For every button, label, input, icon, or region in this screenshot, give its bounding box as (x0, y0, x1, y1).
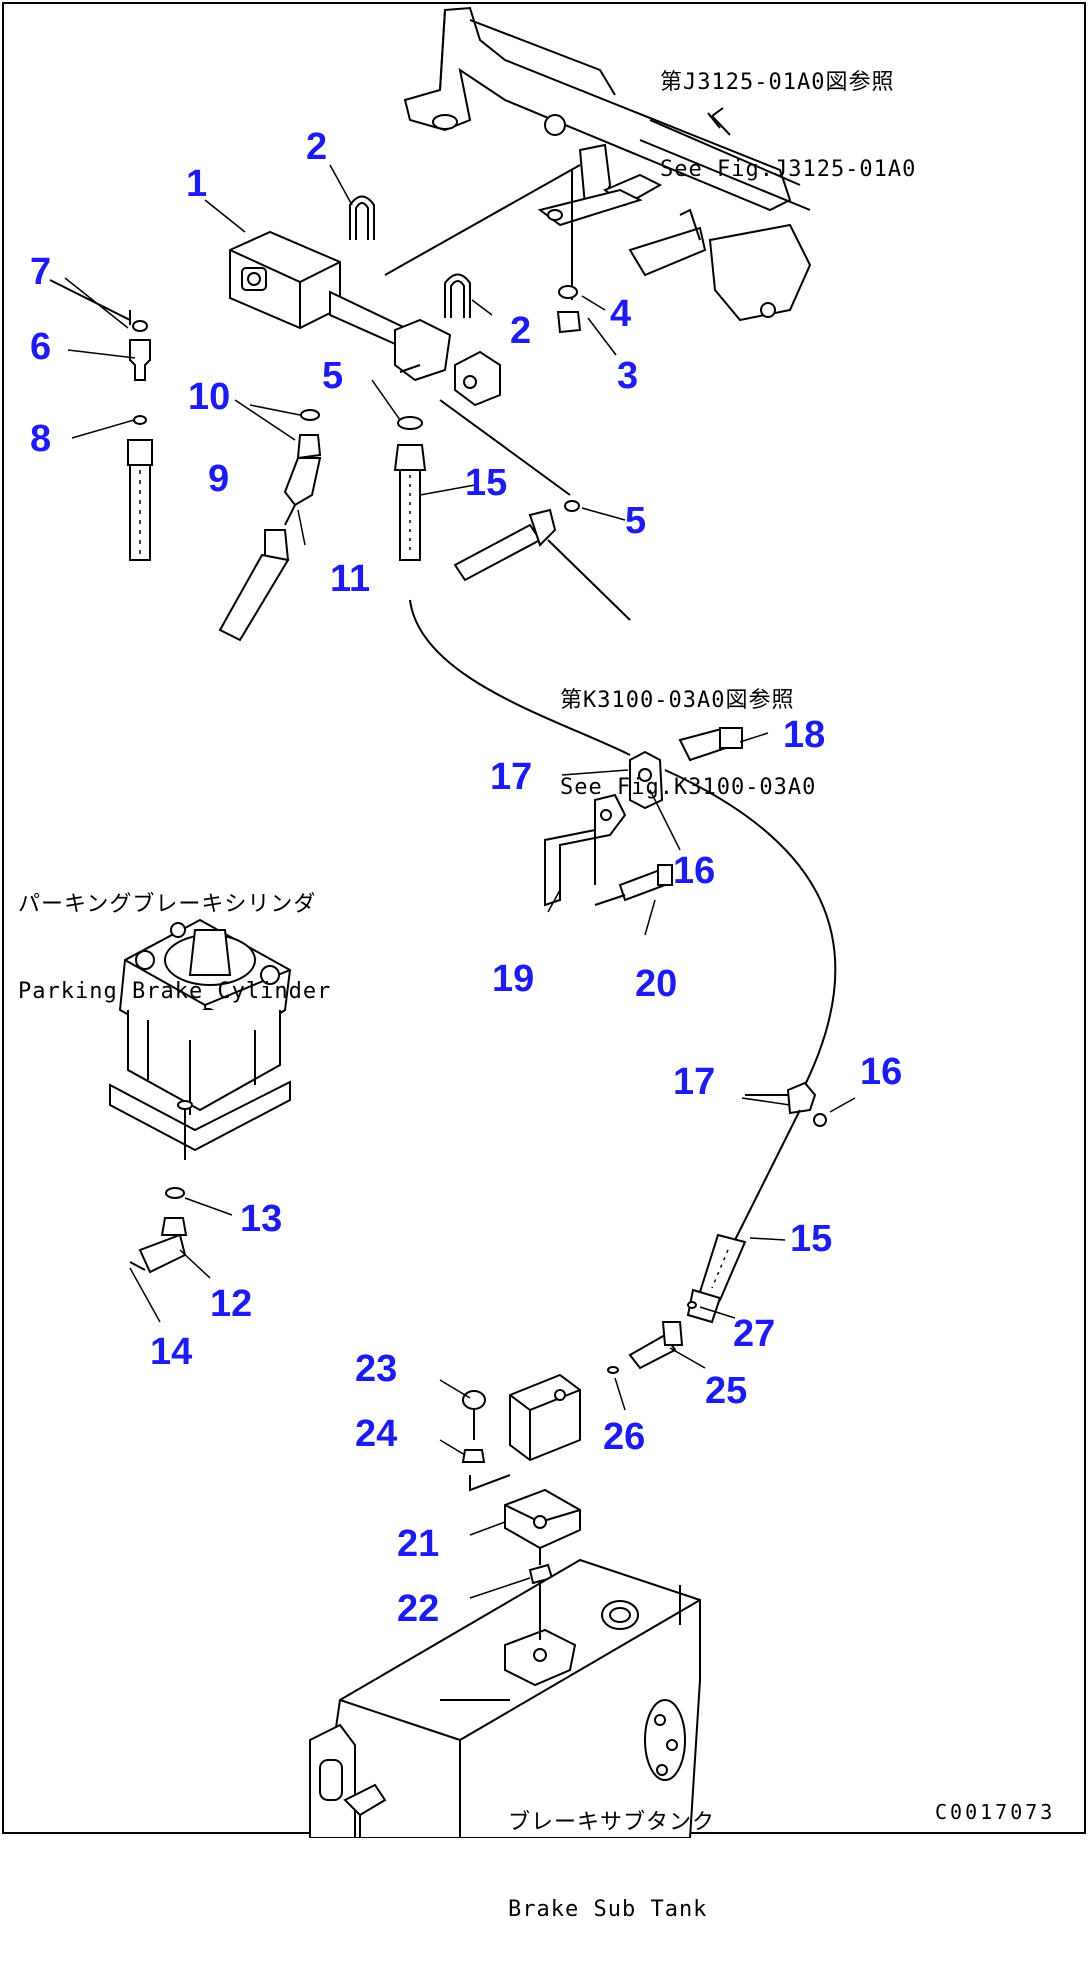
callout-8: 8 (30, 418, 52, 460)
callout-15-upper: 15 (465, 462, 508, 504)
callout-16-upper: 16 (673, 850, 716, 892)
ref-note-top: 第J3125-01A0図参照 See Fig.J3125-01A0 (660, 10, 916, 242)
hose-part-15-upper (393, 444, 631, 756)
ref-note-mid-en: See Fig.K3100-03A0 (560, 775, 817, 800)
tank-label-jp: ブレーキサブタンク (508, 1810, 716, 1835)
callout-17-upper: 17 (490, 756, 533, 798)
callout-5-right: 5 (625, 500, 647, 542)
nut-part-3 (556, 311, 582, 334)
block-part-1 (229, 230, 501, 407)
u-bolt-upper (349, 195, 375, 240)
tank-label: ブレーキサブタンク Brake Sub Tank (508, 1750, 715, 1982)
callout-19: 19 (492, 958, 535, 1000)
hose-part-15-lower (686, 1233, 747, 1324)
cap-part-23 (462, 1390, 486, 1440)
ref-note-top-en: See Fig.J3125-01A0 (660, 157, 917, 182)
callout-4: 4 (610, 293, 632, 335)
line-art (49, 6, 856, 1838)
fitting-part-25 (628, 1321, 684, 1370)
tank-label-en: Brake Sub Tank (508, 1897, 708, 1922)
callout-15-lower: 15 (790, 1218, 833, 1260)
washer-part-4 (558, 285, 578, 299)
callout-9: 9 (208, 458, 230, 500)
callout-21: 21 (397, 1523, 440, 1565)
callout-23: 23 (355, 1348, 398, 1390)
callout-6: 6 (30, 326, 52, 368)
callout-2-upper: 2 (306, 126, 328, 168)
o-ring-part-5 (397, 416, 423, 430)
o-ring-part-13 (165, 1187, 185, 1199)
clamp-group-upper (629, 726, 837, 1096)
leader-lines (64, 107, 856, 1599)
fitting-part-12 (129, 1217, 188, 1274)
fitting-group-5 (439, 399, 631, 621)
cylinder-label: パーキングブレーキシリンダ Parking Brake Cylinder (18, 832, 331, 1064)
flange-part-21 (504, 1488, 581, 1565)
callout-14: 14 (150, 1331, 193, 1373)
u-bolt-lower (444, 273, 471, 318)
callout-27: 27 (733, 1313, 776, 1355)
bracket-part-19 (544, 793, 627, 907)
parts-diagram: 1 2 2 3 4 5 5 6 7 8 9 10 11 12 13 14 15 … (2, 2, 1086, 1922)
bolt-part-20 (594, 864, 673, 906)
fitting-group-9 (218, 409, 322, 642)
washer-part-24 (461, 1449, 486, 1463)
cylinder-label-jp: パーキングブレーキシリンダ (18, 892, 317, 917)
callout-13: 13 (240, 1198, 283, 1240)
leader-24 (469, 1474, 511, 1492)
callout-24: 24 (355, 1413, 398, 1455)
fitting-group-left (49, 279, 153, 561)
clamp-group-lower (734, 1081, 827, 1241)
callout-2-lower: 2 (510, 310, 532, 352)
o-ring-part-26 (607, 1366, 619, 1374)
callout-26: 26 (603, 1416, 646, 1458)
ref-note-mid: 第K3100-03A0図参照 See Fig.K3100-03A0 (560, 628, 816, 860)
frame-bracket (384, 6, 812, 322)
callout-22: 22 (397, 1588, 440, 1630)
callout-16-lower: 16 (860, 1051, 903, 1093)
callout-11: 11 (330, 558, 371, 600)
parking-brake-cylinder (109, 918, 292, 1160)
ref-note-mid-jp: 第K3100-03A0図参照 (560, 688, 795, 713)
callout-7: 7 (30, 251, 52, 293)
ref-note-top-jp: 第J3125-01A0図参照 (660, 70, 895, 95)
cylinder-label-en: Parking Brake Cylinder (18, 979, 332, 1004)
callout-10: 10 (188, 376, 231, 418)
callout-18: 18 (783, 714, 826, 756)
callout-1: 1 (186, 163, 208, 205)
block-lower (509, 1373, 581, 1462)
callout-5-upper: 5 (322, 355, 344, 397)
callout-3: 3 (617, 355, 639, 397)
brake-sub-tank (309, 1558, 701, 1838)
drawing-code: C0017073 (935, 1800, 1056, 1824)
callout-20: 20 (635, 963, 678, 1005)
callout-25: 25 (705, 1370, 748, 1412)
callout-17-lower: 17 (673, 1061, 716, 1103)
o-ring-part-27 (687, 1301, 697, 1309)
callout-12: 12 (210, 1283, 253, 1325)
